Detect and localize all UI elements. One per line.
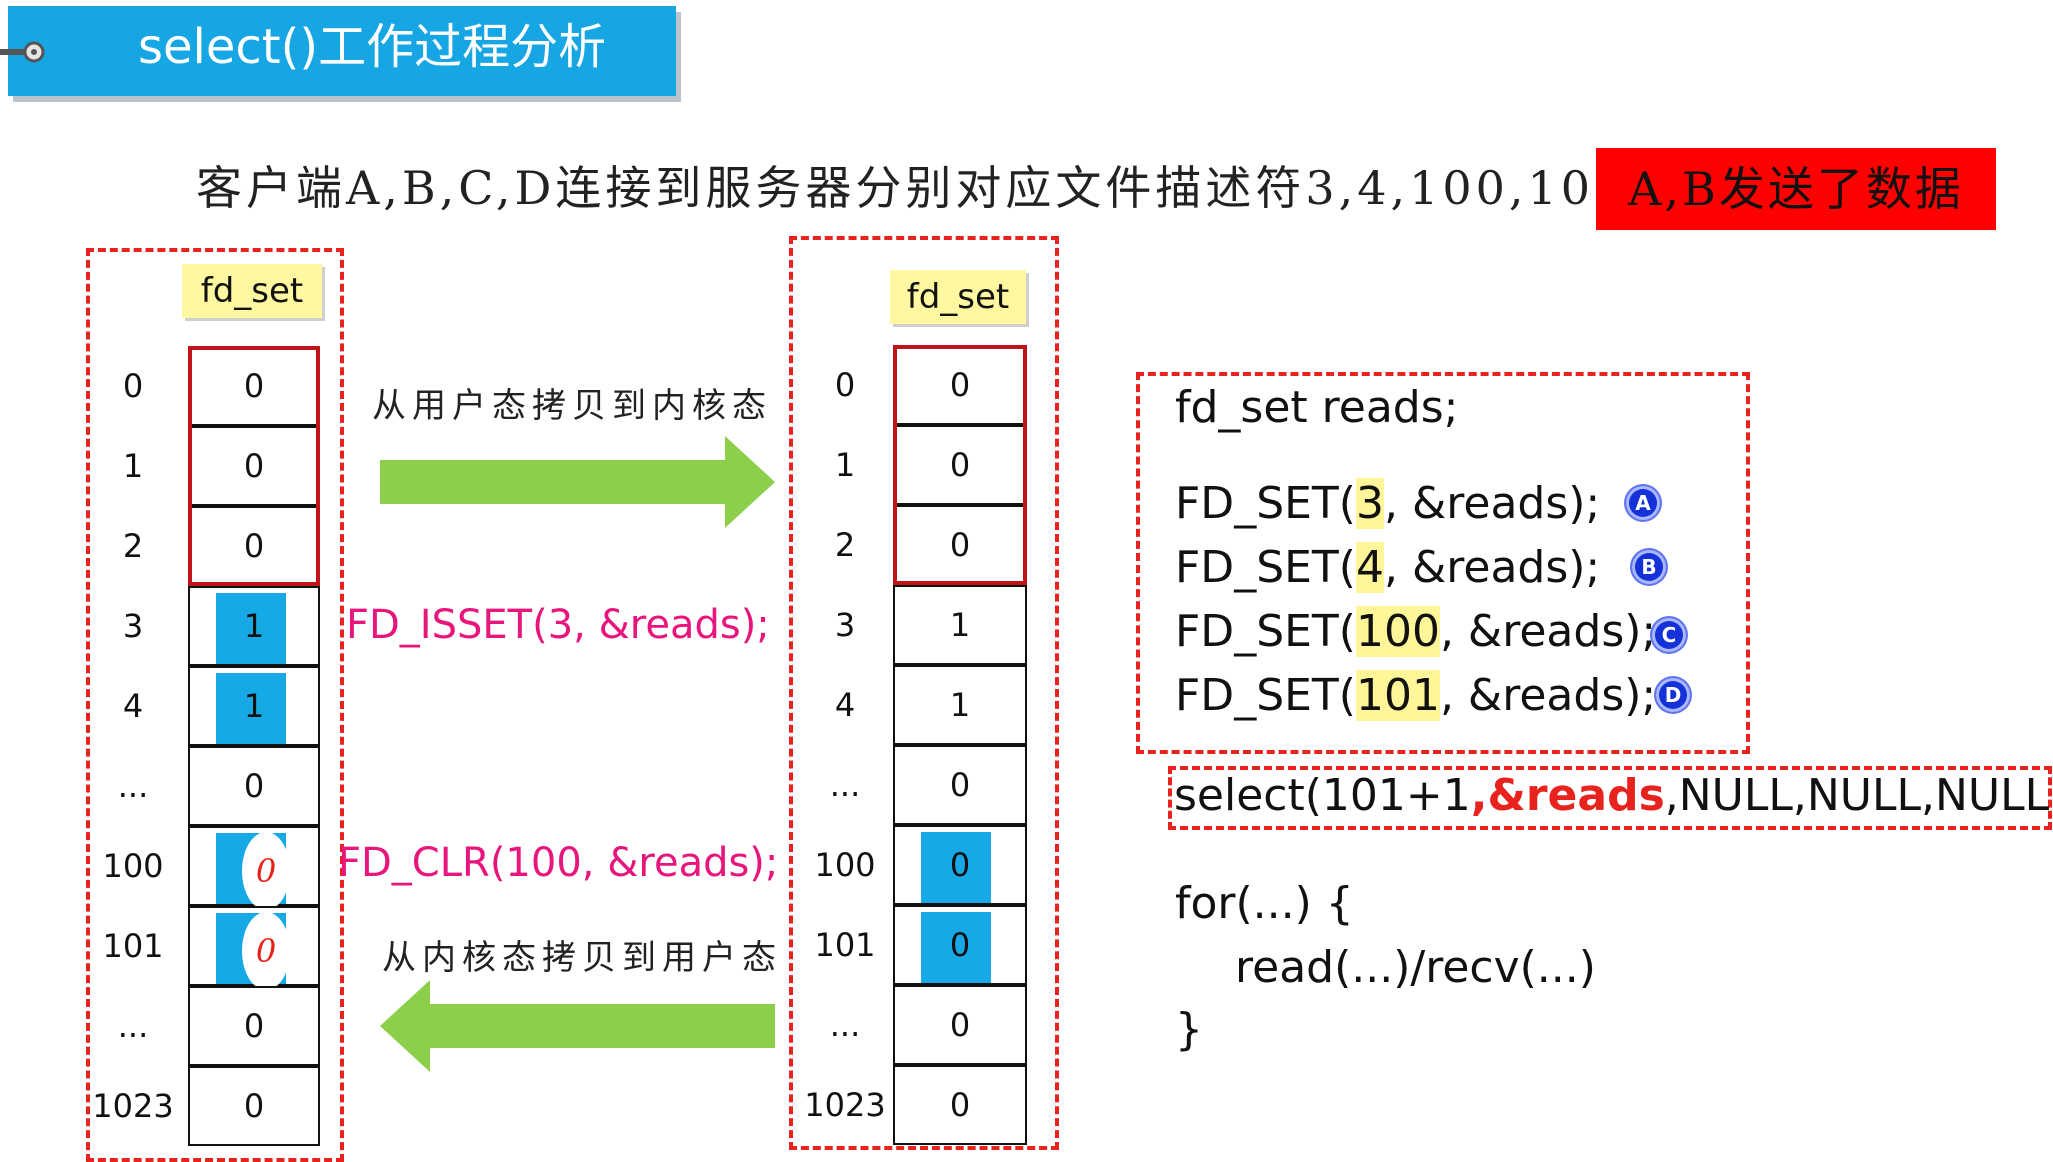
marker-c-icon: C xyxy=(1652,618,1686,652)
left-fd-index: 1 xyxy=(122,447,144,485)
select-reads-arg: ,&reads xyxy=(1470,770,1665,821)
left-fd-index: ... xyxy=(117,1007,149,1045)
left-fd-index: ... xyxy=(117,767,149,805)
select-call-frame xyxy=(1168,766,2052,830)
fd-set-code-frame xyxy=(1136,372,1750,754)
bit-value: 0 xyxy=(949,446,971,484)
right-fd-index: ... xyxy=(829,766,861,804)
left-fd-bit-cell: 0 xyxy=(188,986,320,1066)
code-for-loop: for(...) { xyxy=(1175,878,1354,929)
highlight-note: A,B发送了数据 xyxy=(1596,148,1996,230)
right-fd-index: 0 xyxy=(834,366,856,404)
fd-clr-code: FD_CLR(100, &reads); xyxy=(338,840,779,886)
cleared-bit-overlay: 0 xyxy=(242,912,290,990)
bit-value: 0 xyxy=(243,1087,265,1125)
bit-value: 0 xyxy=(949,846,971,884)
fd-number-highlight: 4 xyxy=(1355,542,1384,593)
bit-value: 0 xyxy=(949,926,971,964)
title-banner xyxy=(8,6,676,96)
left-fd-index: 0 xyxy=(122,367,144,405)
right-fd-index: 101 xyxy=(814,926,876,964)
bit-set-fill xyxy=(921,832,991,903)
left-fd-bit-cell: 0 xyxy=(188,346,320,426)
marker-b-icon: B xyxy=(1632,550,1666,584)
right-fd-index: 4 xyxy=(834,686,856,724)
right-fd-bit-cell: 1 xyxy=(893,585,1027,665)
right-fdset-label: fd_set xyxy=(890,270,1026,324)
right-fd-bit-cell: 0 xyxy=(893,425,1027,505)
right-fd-index: 3 xyxy=(834,606,856,644)
pin-icon xyxy=(0,41,45,63)
cleared-bit-overlay: 0 xyxy=(242,832,290,910)
bit-value: 1 xyxy=(949,606,971,644)
code-fd-set-line: FD_SET(3, &reads); xyxy=(1175,478,1601,529)
bit-value: 0 xyxy=(243,527,265,565)
right-fd-bit-cell: 0 xyxy=(893,985,1027,1065)
code-fdset-decl: fd_set reads; xyxy=(1175,382,1459,433)
bit-value: 1 xyxy=(243,607,265,645)
left-fd-bit-cell: 0 xyxy=(188,746,320,826)
bit-value: 0 xyxy=(243,767,265,805)
bit-value: 0 xyxy=(949,526,971,564)
left-fdset-label: fd_set xyxy=(182,264,322,318)
fd-isset-code: FD_ISSET(3, &reads); xyxy=(346,602,770,648)
code-read-call: read(...)/recv(...) xyxy=(1235,942,1596,993)
bit-set-fill xyxy=(216,593,286,664)
right-fd-index: 2 xyxy=(834,526,856,564)
code-fd-set-line: FD_SET(4, &reads); xyxy=(1175,542,1601,593)
bit-value: 1 xyxy=(949,686,971,724)
left-fd-bit-cell: 1 xyxy=(188,586,320,666)
left-fd-index: 2 xyxy=(122,527,144,565)
left-fdset-frame xyxy=(86,248,344,1162)
bit-value: 1 xyxy=(243,687,265,725)
bit-value: 0 xyxy=(243,1007,265,1045)
left-fd-bit-cell: 1 xyxy=(188,666,320,746)
right-fd-index: 1 xyxy=(834,446,856,484)
right-fdset-frame xyxy=(789,236,1059,1150)
left-fd-index: 1023 xyxy=(92,1087,174,1125)
right-fd-bit-cell: 0 xyxy=(893,825,1027,905)
right-fd-bit-cell: 0 xyxy=(893,745,1027,825)
bit-set-fill xyxy=(216,673,286,744)
marker-a-icon: A xyxy=(1626,486,1660,520)
right-fd-index: ... xyxy=(829,1006,861,1044)
bit-value: 0 xyxy=(949,766,971,804)
copy-to-user-label: 从内核态拷贝到用户态 xyxy=(382,938,782,978)
code-select-call: select(101+1,&reads,NULL,NULL,NULL); xyxy=(1174,770,2053,821)
code-fd-set-line: FD_SET(101, &reads); xyxy=(1175,670,1657,721)
bit-value: 0 xyxy=(949,1086,971,1124)
right-fd-bit-cell: 0 xyxy=(893,905,1027,985)
left-fd-bit-cell: 0 xyxy=(188,1066,320,1146)
right-fd-bit-cell: 1 xyxy=(893,665,1027,745)
fd-number-highlight: 100 xyxy=(1355,606,1440,657)
right-fd-index: 100 xyxy=(814,846,876,884)
right-reserved-fd-group xyxy=(893,345,1027,585)
bit-value: 0 xyxy=(949,366,971,404)
fd-number-highlight: 3 xyxy=(1355,478,1384,529)
arrow-left-icon xyxy=(380,980,775,1072)
bit-set-fill xyxy=(921,912,991,983)
left-fd-index: 4 xyxy=(122,687,144,725)
right-fd-index: 1023 xyxy=(804,1086,886,1124)
left-fd-bit-cell: 0 xyxy=(188,826,320,910)
left-reserved-fd-group xyxy=(188,346,320,586)
left-fd-index: 101 xyxy=(102,927,164,965)
marker-d-icon: D xyxy=(1656,678,1690,712)
right-fd-bit-cell: 0 xyxy=(893,1065,1027,1145)
left-fd-bit-cell: 0 xyxy=(188,506,320,586)
bit-value: 0 xyxy=(243,367,265,405)
page-title: select()工作过程分析 xyxy=(138,19,607,75)
left-fd-bit-cell: 0 xyxy=(188,906,320,990)
arrow-right-icon xyxy=(380,436,775,528)
bit-value: 0 xyxy=(949,1006,971,1044)
bit-value: 0 xyxy=(243,447,265,485)
code-close-brace: } xyxy=(1175,1004,1203,1055)
subtitle: 客户端A,B,C,D连接到服务器分别对应文件描述符3,4,100,101 xyxy=(196,161,1628,215)
left-fd-index: 3 xyxy=(122,607,144,645)
copy-to-kernel-label: 从用户态拷贝到内核态 xyxy=(372,386,772,426)
code-fd-set-line: FD_SET(100, &reads); xyxy=(1175,606,1657,657)
fd-number-highlight: 101 xyxy=(1355,670,1440,721)
left-fd-index: 100 xyxy=(102,847,164,885)
